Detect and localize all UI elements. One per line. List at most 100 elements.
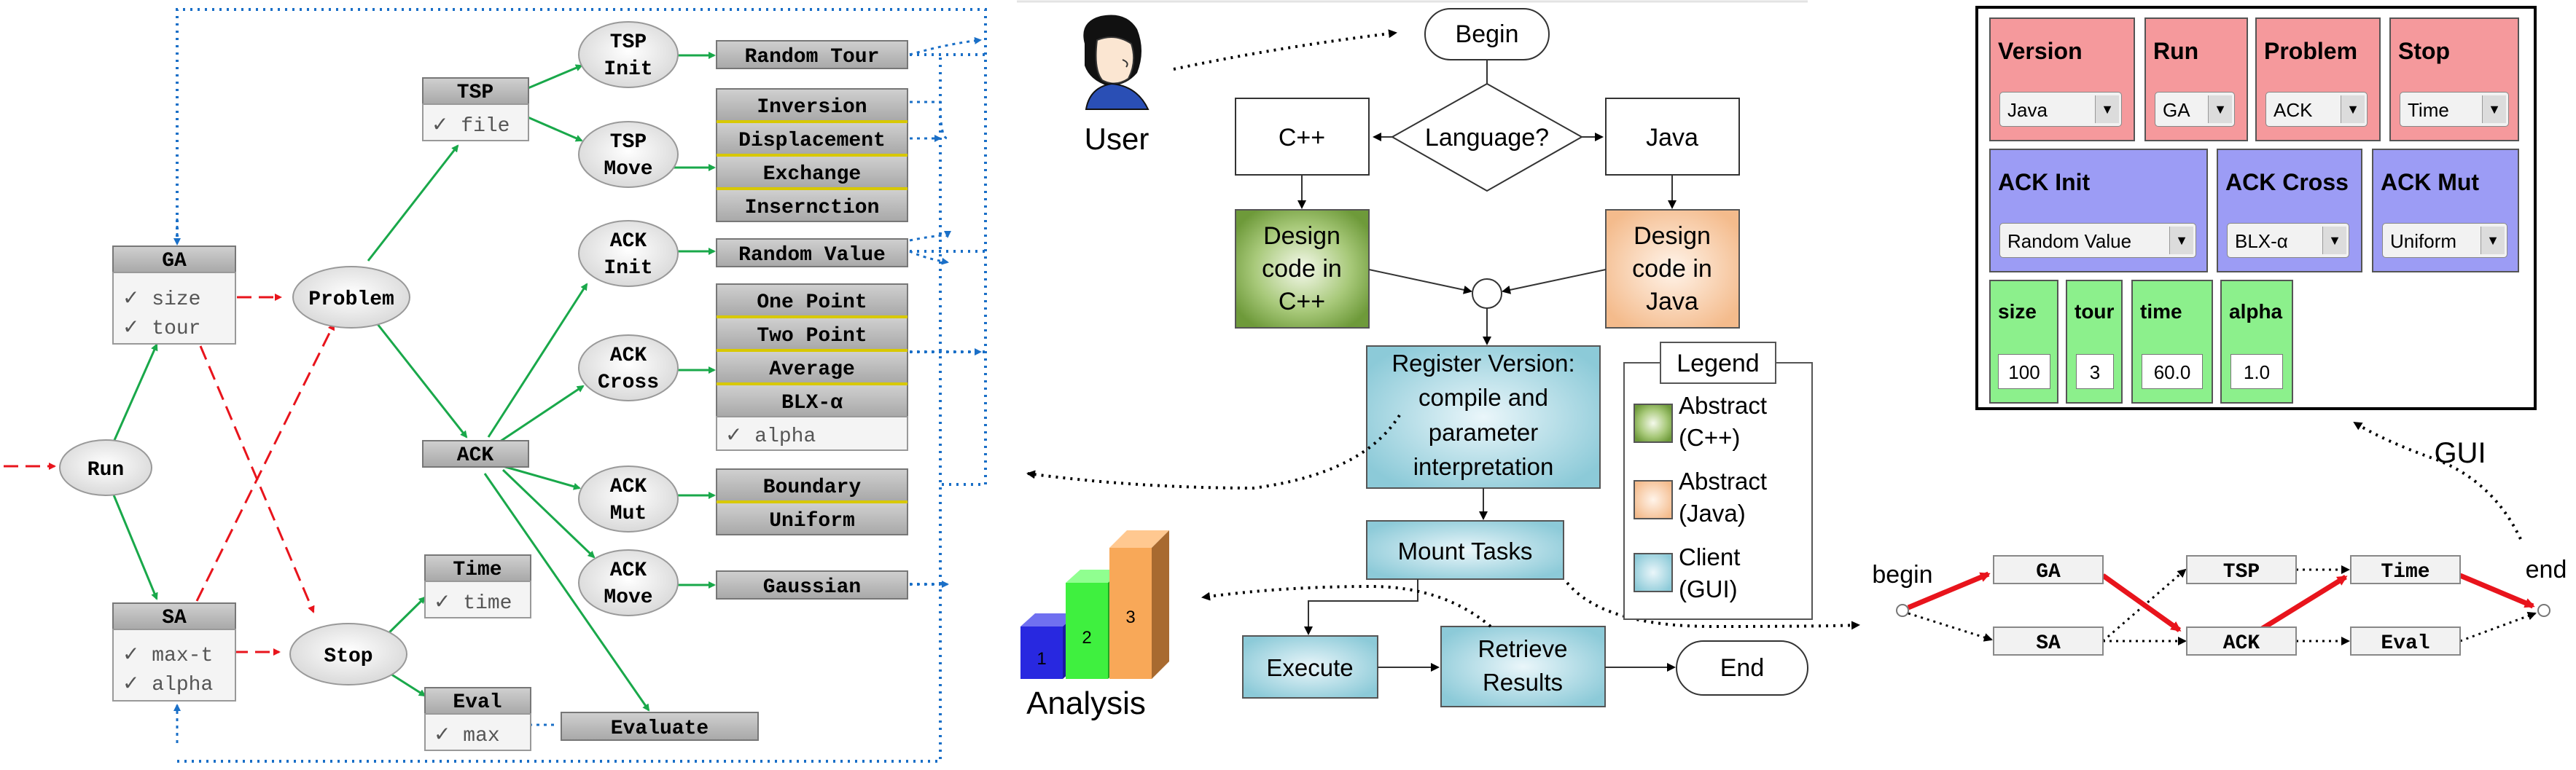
ack-init-value: Random Value (2007, 230, 2132, 252)
sa-title: SA (162, 607, 187, 629)
bar-label-1: 1 (1037, 649, 1046, 669)
evaluate-box (561, 712, 759, 741)
mount-box (1366, 520, 1564, 580)
path-time-node (2350, 555, 2461, 584)
chevron-down-icon: ▼ (2481, 227, 2505, 254)
ack-mut-select[interactable]: Uniform ▼ (2382, 223, 2507, 258)
ack-init-l2: Init (604, 257, 652, 280)
register-l2: compile and (1418, 384, 1548, 411)
path-tsp-node (2186, 555, 2297, 584)
legend-java-l2: (Java) (1679, 500, 1746, 527)
chevron-down-icon: ▼ (2482, 95, 2506, 123)
tour-cell: tour 3 (2066, 280, 2123, 404)
version-select[interactable]: Java▼ (1999, 92, 2122, 127)
op-two-point: Two Point (757, 325, 867, 347)
op-displacement: Displacement (738, 130, 886, 152)
problem-label: Problem (308, 288, 394, 311)
op-uniform: Uniform (769, 510, 855, 533)
analysis-label: Analysis (1026, 685, 1146, 721)
op-boundary: Boundary (763, 476, 862, 499)
time-cell: time 60.0 (2131, 280, 2213, 404)
ack-mut-value: Uniform (2390, 230, 2457, 252)
alpha-field[interactable]: 1.0 (2230, 354, 2283, 389)
stop-node (289, 623, 407, 685)
tsp-move-node (578, 121, 679, 188)
path-sa-node (1993, 626, 2104, 656)
ga-node: GA ✓ size ✓ tour (112, 245, 236, 345)
size-cell: size 100 (1989, 280, 2058, 404)
tsp-move-l2: Move (604, 158, 652, 181)
ack-cross-l2: Cross (598, 372, 659, 394)
analysis-chart-icon: 1 2 3 (1020, 530, 1169, 679)
run-label-gui: Run (2153, 38, 2199, 64)
op-inversion: Inversion (757, 96, 867, 119)
problem-node (292, 266, 410, 329)
register-box (1366, 345, 1601, 489)
ack-cross-select[interactable]: BLX-α▼ (2227, 223, 2349, 258)
java-label: Java (1646, 124, 1698, 152)
run-select[interactable]: GA▼ (2155, 92, 2235, 127)
run-label: Run (87, 459, 124, 482)
cpp-box (1235, 98, 1370, 176)
ack-init-select[interactable]: Random Value ▼ (1999, 223, 2196, 258)
problem-label-gui: Problem (2264, 38, 2358, 64)
legend-swatch-gui (1634, 553, 1673, 592)
chevron-down-icon: ▼ (2095, 95, 2119, 123)
cross-param-alpha: ✓ alpha (725, 425, 816, 448)
random-tour-label: Random Tour (745, 46, 880, 68)
sa-param-alpha: ✓ alpha (122, 674, 213, 696)
stop-value: Time (2408, 99, 2449, 121)
size-label-gui: size (1998, 300, 2037, 323)
path-ga-node (1993, 555, 2104, 584)
problem-select[interactable]: ACK▼ (2265, 92, 2368, 127)
path-diagram: GUI begin end GA SA (1872, 421, 2567, 656)
tour-field[interactable]: 3 (2076, 354, 2114, 389)
user-icon (1083, 15, 1150, 110)
tsp-node: TSP ✓ file (422, 77, 529, 141)
design-java-box (1605, 209, 1740, 329)
legend-gui-l2: (GUI) (1679, 575, 1738, 602)
stop-select[interactable]: Time ▼ (2400, 92, 2509, 127)
tsp-init-l2: Init (604, 58, 652, 81)
path-ack-node (2186, 626, 2297, 656)
mount-label: Mount Tasks (1398, 538, 1533, 565)
language-label: Language? (1425, 124, 1549, 152)
retrieve-box (1440, 626, 1606, 707)
chevron-down-icon: ▼ (2169, 227, 2193, 254)
retrieve-l1: Retrieve (1478, 635, 1568, 662)
ack-cross-cell: ACK Cross BLX-α▼ (2217, 149, 2362, 272)
op-one-point: One Point (757, 291, 867, 314)
op-insertion: Insernction (745, 197, 880, 219)
ga-param-tour: ✓ tour (122, 318, 200, 340)
path-begin-node (1896, 604, 1909, 617)
time-param: ✓ time (434, 592, 512, 615)
gaussian-box (716, 570, 908, 600)
op-blx-alpha: BLX-α (781, 392, 843, 415)
gui-panel: Version Java▼ Run GA▼ Problem ACK▼ Stop … (1975, 6, 2537, 410)
tsp-init-l1: TSP (610, 31, 647, 54)
tsp-move-l1: TSP (610, 131, 647, 154)
stop-label: Stop (324, 645, 372, 668)
ack-init-cell: ACK Init Random Value▼ (1989, 149, 2208, 272)
path-time-label: Time (2381, 561, 2429, 584)
design-cpp-l2: code in (1262, 255, 1342, 283)
path-end-label: end (2526, 556, 2567, 584)
ack-mut-node (578, 465, 679, 533)
ack-init-l1: ACK (610, 230, 647, 253)
ack-mut-l2: Mut (610, 503, 647, 525)
merge-node (1472, 278, 1502, 309)
end-label: End (1720, 654, 1765, 682)
ack-move-node (578, 549, 679, 616)
path-eval-label: Eval (2381, 632, 2429, 655)
run-cell: Run GA▼ (2144, 17, 2248, 141)
time-field[interactable]: 60.0 (2142, 354, 2203, 389)
gui-caption: GUI (2434, 437, 2486, 469)
design-java-l1: Design (1634, 222, 1711, 250)
design-java-l3: Java (1646, 288, 1698, 315)
ack-mut-l1: ACK (610, 476, 647, 498)
op-average: Average (769, 358, 855, 381)
size-field[interactable]: 100 (1998, 354, 2050, 389)
sa-node: SA ✓ max-t ✓ alpha (112, 602, 236, 702)
time-title: Time (453, 559, 501, 581)
ack-mut-cell: ACK Mut Uniform▼ (2372, 149, 2519, 272)
